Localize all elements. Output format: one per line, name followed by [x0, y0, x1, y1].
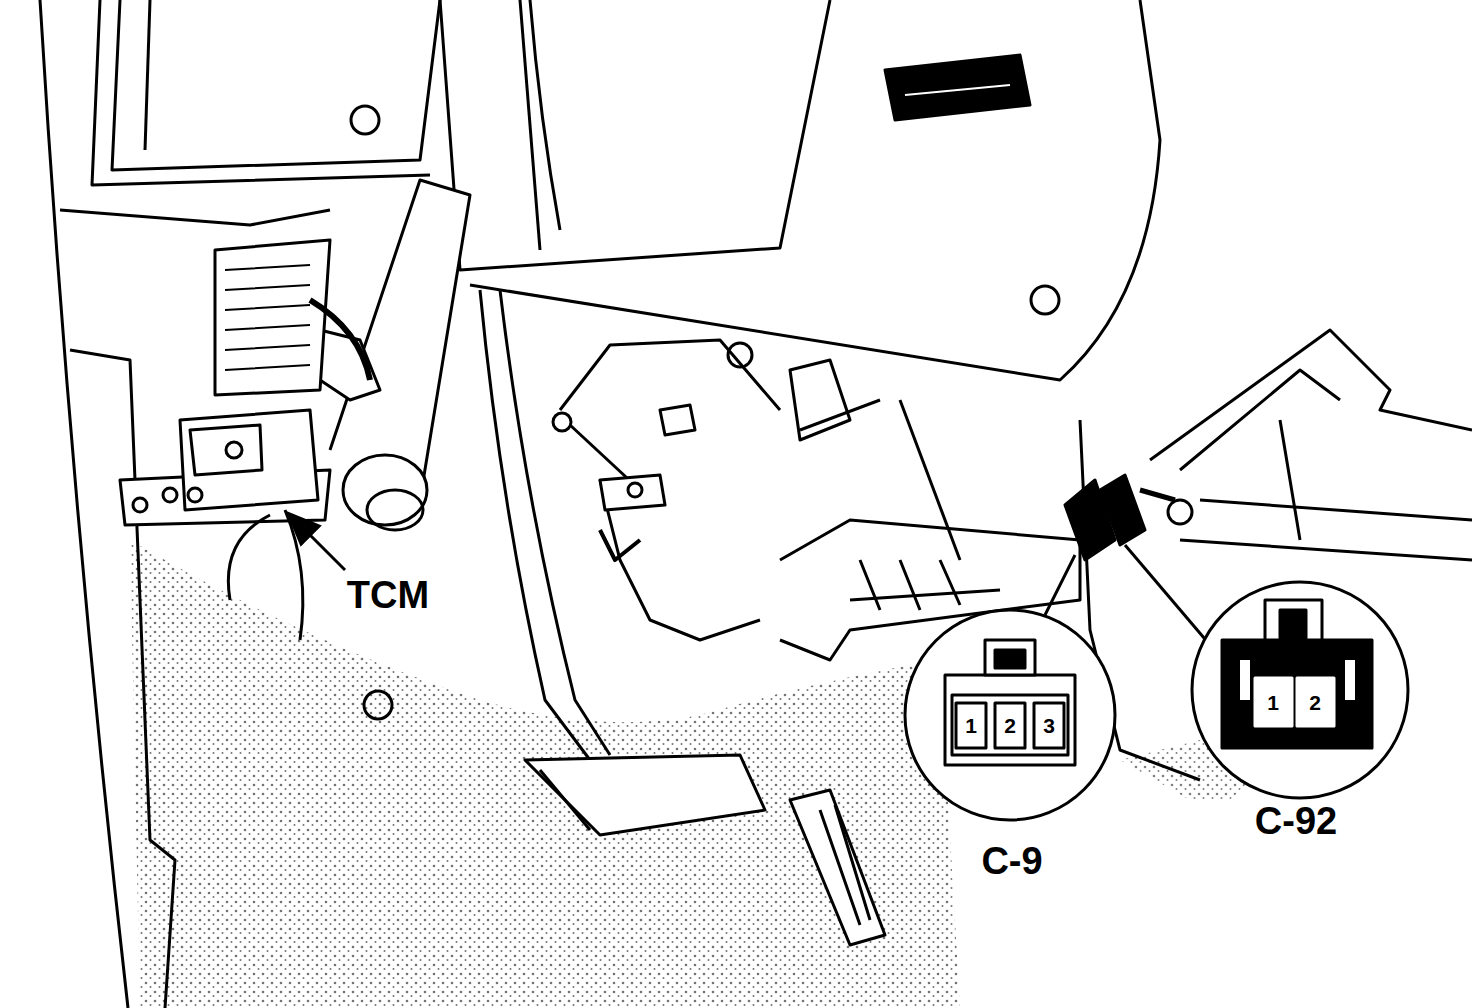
- connector-label: C-92: [1252, 801, 1340, 843]
- pin-number: 2: [1306, 691, 1324, 714]
- component-label: TCM: [344, 575, 432, 617]
- pin-number: 1: [962, 714, 980, 737]
- connector-label: C-9: [978, 841, 1045, 883]
- pin-number: 1: [1264, 691, 1282, 714]
- pin-number: 3: [1040, 714, 1058, 737]
- pin-number: 2: [1001, 714, 1019, 737]
